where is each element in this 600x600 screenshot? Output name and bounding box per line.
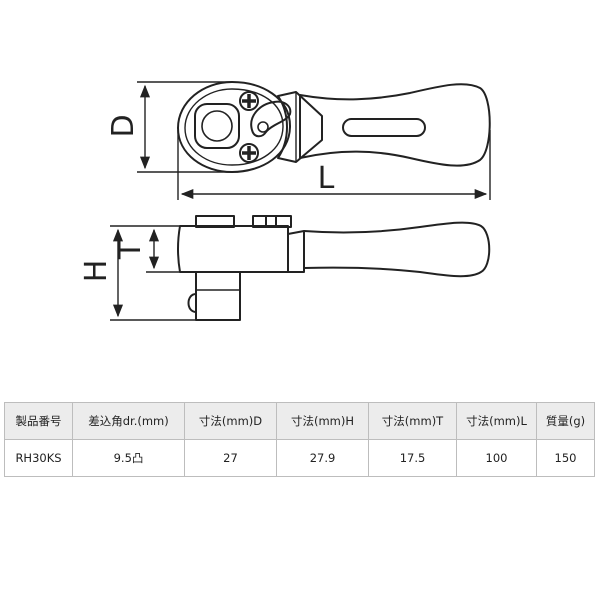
dimension-label-l: L (318, 161, 335, 196)
head-outline (177, 81, 291, 173)
cell-drive-size: 9.5凸 (72, 439, 185, 477)
header-product-number: 製品番号 (4, 402, 73, 440)
head-inner-outline (184, 88, 284, 166)
dimension-label-t: T (113, 240, 148, 260)
neck-collar (277, 91, 323, 163)
header-dimension-t: 寸法(mm)T (368, 402, 457, 440)
side-head (177, 225, 289, 273)
handle-side-outline (303, 221, 491, 278)
reverse-lever (250, 100, 292, 138)
top-view (177, 81, 491, 173)
cell-product-number: RH30KS (4, 439, 73, 477)
dimension-t (146, 228, 180, 273)
table-row: RH30KS 9.5凸 27 27.9 17.5 100 150 (4, 439, 595, 477)
header-dimension-l: 寸法(mm)L (456, 402, 537, 440)
side-drive (195, 272, 241, 321)
cell-dimension-d: 27 (184, 439, 277, 477)
detent-ball (187, 293, 197, 313)
header-weight: 質量(g) (536, 402, 595, 440)
cell-dimension-l: 100 (456, 439, 537, 477)
dimension-h (110, 225, 196, 321)
spec-table: 製品番号 差込角dr.(mm) 寸法(mm)D 寸法(mm)H 寸法(mm)T … (4, 402, 595, 477)
side-view (177, 215, 491, 321)
side-collar (287, 230, 305, 273)
square-drive (194, 103, 240, 149)
header-dimension-h: 寸法(mm)H (276, 402, 369, 440)
dimension-label-h: H (79, 260, 114, 283)
dimension-l (177, 130, 491, 200)
handle-top-outline (299, 83, 491, 167)
ratchet-handle-drawing: D L H T (79, 81, 491, 321)
header-drive-size: 差込角dr.(mm) (72, 402, 185, 440)
table-header-row: 製品番号 差込角dr.(mm) 寸法(mm)D 寸法(mm)H 寸法(mm)T … (4, 402, 595, 440)
cell-dimension-t: 17.5 (368, 439, 457, 477)
dimension-label-d: D (106, 114, 141, 137)
handle-slot (342, 118, 426, 137)
header-dimension-d: 寸法(mm)D (184, 402, 277, 440)
screw-top (239, 91, 259, 111)
cell-dimension-h: 27.9 (276, 439, 369, 477)
cell-weight: 150 (536, 439, 595, 477)
screw-bottom (239, 143, 259, 163)
dimension-d (137, 81, 232, 173)
